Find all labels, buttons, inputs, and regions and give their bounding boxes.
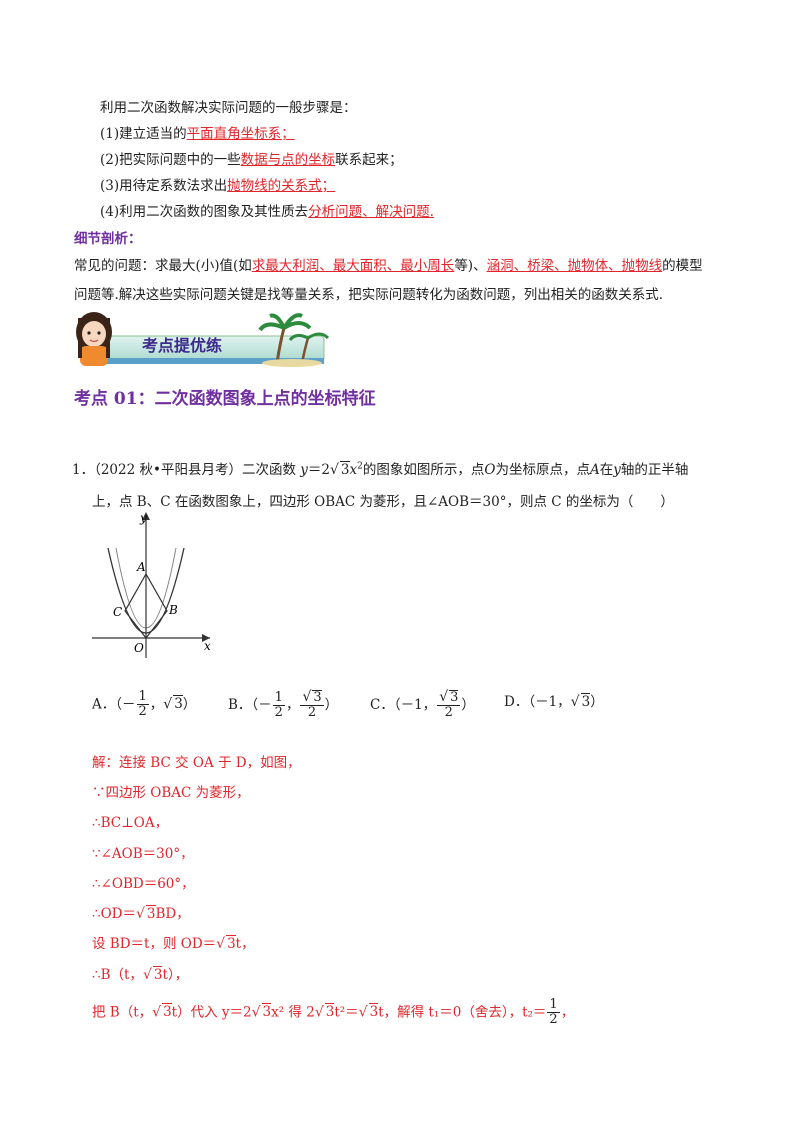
step-2-answer: 数据与点的坐标	[240, 152, 336, 168]
step-2: (2)把实际问题中的一些数据与点的坐标联系起来；	[100, 152, 403, 168]
step-1: (1)建立适当的平面直角坐标系；	[100, 126, 295, 142]
step-3: (3)用待定系数法求出抛物线的关系式；	[100, 178, 336, 194]
solution-line-2: ∵四边形 OBAC 为菱形，	[92, 785, 250, 801]
solution-line-8: ∴B（t，√3t），	[92, 966, 189, 983]
label-y: y	[139, 511, 147, 525]
detail-line-1: 常见的问题：求最大(小)值(如求最大利润、最大面积、最小周长等)、涵洞、桥梁、抛…	[74, 258, 703, 274]
option-D[interactable]: D．（－1，√3）	[504, 693, 604, 710]
detail-line-2: 问题等.解决这些实际问题关键是找等量关系，把实际问题转化为函数问题，列出相关的函…	[74, 287, 664, 303]
solution-line-6: ∴OD＝√3BD，	[92, 905, 190, 922]
label-A: A	[136, 560, 146, 574]
solution-line-1: 解：连接 BC 交 OA 于 D，如图，	[92, 755, 301, 771]
label-O: O	[134, 641, 144, 655]
question-line-1: 1．（2022 秋•平阳县月考）二次函数 y＝2√3x2的图象如图所示，点O为坐…	[72, 461, 689, 478]
label-C: C	[113, 605, 122, 619]
label-B: B	[168, 603, 178, 617]
detail-title: 细节剖析：	[74, 231, 142, 247]
solution-line-7: 设 BD＝t，则 OD＝√3t，	[92, 935, 255, 952]
rhombus-OBAC	[124, 572, 168, 639]
question-line-2: 上，点 B、C 在函数图象上，四边形 OBAC 为菱形，且∠AOB＝30°，则点…	[92, 494, 674, 510]
step-4-answer: 分析问题、解决问题.	[308, 204, 434, 220]
section-banner: 考点提优练	[72, 308, 334, 370]
parabola-curve	[107, 547, 185, 634]
step-1-answer: 平面直角坐标系；	[186, 126, 295, 142]
banner-label: 考点提优练	[142, 336, 223, 355]
solution-line-4: ∵∠AOB＝30°，	[92, 846, 194, 862]
label-x: x	[204, 639, 211, 653]
parabola-graph: y x O A B C	[88, 508, 218, 658]
section-title: 考点 01：二次函数图象上点的坐标特征	[74, 389, 376, 409]
banner-illustration	[76, 312, 330, 367]
step-3-answer: 抛物线的关系式；	[227, 178, 336, 194]
step-4: (4)利用二次函数的图象及其性质去分析问题、解决问题.	[100, 204, 434, 220]
solution-line-5: ∴∠OBD＝60°，	[92, 876, 195, 892]
solution-line-3: ∴BC⊥OA，	[92, 815, 169, 831]
intro-heading: 利用二次函数解决实际问题的一般步骤是：	[100, 100, 357, 116]
solution-line-9: 把 B（t，√3t）代入 y＝2√3x² 得 2√3t²＝√3t，解得 t₁＝0…	[92, 997, 575, 1028]
